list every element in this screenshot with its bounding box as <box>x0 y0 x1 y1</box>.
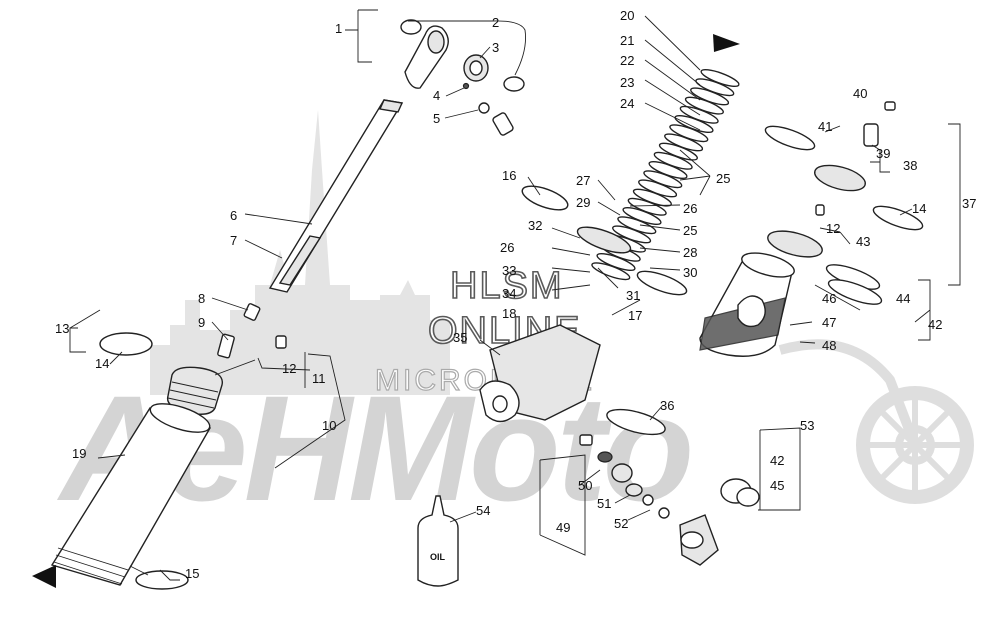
callout-21: 21 <box>620 33 634 48</box>
callout-37: 37 <box>962 196 976 211</box>
valve-stem <box>275 335 287 349</box>
callout-2: 2 <box>492 15 499 30</box>
callout-49: 49 <box>556 520 570 535</box>
adjuster-knob <box>679 478 760 566</box>
callout-26b: 26 <box>500 240 514 255</box>
callout-46: 46 <box>822 291 836 306</box>
callout-33: 33 <box>502 263 516 278</box>
callout-14b: 14 <box>912 201 926 216</box>
parts: OIL <box>32 19 924 590</box>
callout-51: 51 <box>597 496 611 511</box>
callout-42: 42 <box>928 317 942 332</box>
callout-12: 12 <box>282 361 296 376</box>
callout-19: 19 <box>72 446 86 461</box>
direction-arrow-top <box>713 34 740 52</box>
callout-15: 15 <box>185 566 199 581</box>
callout-16: 16 <box>502 168 516 183</box>
callout-34: 34 <box>502 286 516 301</box>
callout-24: 24 <box>620 96 634 111</box>
skyline-silhouette <box>150 110 450 395</box>
shock-shaft <box>268 99 404 293</box>
callout-23: 23 <box>620 75 634 90</box>
callout-35: 35 <box>453 330 467 345</box>
callout-29: 29 <box>576 195 590 210</box>
callout-53: 53 <box>800 418 814 433</box>
shock-body-tube <box>50 403 212 590</box>
shim-washer <box>591 262 631 281</box>
leader-lines <box>69 9 961 581</box>
callout-42b: 42 <box>770 453 784 468</box>
callout-10: 10 <box>322 418 336 433</box>
callout-54: 54 <box>476 503 490 518</box>
callout-48: 48 <box>822 338 836 353</box>
oil-bottle-label: OIL <box>430 552 446 562</box>
callout-8: 8 <box>198 291 205 306</box>
piston-assembly <box>521 185 688 296</box>
callout-6: 6 <box>230 208 237 223</box>
callout-43: 43 <box>856 234 870 249</box>
reservoir-canister <box>699 252 795 357</box>
direction-arrow-bottom <box>32 565 56 588</box>
callout-39: 39 <box>876 146 890 161</box>
callout-47: 47 <box>822 315 836 330</box>
callout-26: 26 <box>683 201 697 216</box>
callout-41: 41 <box>818 119 832 134</box>
callout-7: 7 <box>230 233 237 248</box>
callout-44: 44 <box>896 291 910 306</box>
callout-22: 22 <box>620 53 634 68</box>
rod-eye-assembly <box>400 19 525 136</box>
callout-28: 28 <box>683 245 697 260</box>
callout-20: 20 <box>620 8 634 23</box>
callout-50: 50 <box>578 478 592 493</box>
callout-27: 27 <box>576 173 590 188</box>
callout-25: 25 <box>716 171 730 186</box>
callout-17: 17 <box>628 308 642 323</box>
motorcycle-wheel-watermark <box>778 339 974 504</box>
callout-9: 9 <box>198 315 205 330</box>
oil-bottle: OIL <box>417 495 459 587</box>
callout-12b: 12 <box>826 221 840 236</box>
callout-45: 45 <box>770 478 784 493</box>
callout-14: 14 <box>95 356 109 371</box>
callout-18: 18 <box>502 306 516 321</box>
callout-40: 40 <box>853 86 867 101</box>
callout-25b: 25 <box>683 223 697 238</box>
watermark-hlsm: HLSM <box>450 265 564 307</box>
callout-3: 3 <box>492 40 499 55</box>
callout-11: 11 <box>312 371 326 386</box>
callout-13: 13 <box>55 321 69 336</box>
callout-52: 52 <box>614 516 628 531</box>
shaft-bumper <box>217 333 235 359</box>
callout-1: 1 <box>335 21 342 36</box>
callout-4: 4 <box>433 88 440 103</box>
callout-38: 38 <box>903 158 917 173</box>
compression-valve <box>579 434 670 519</box>
callout-32: 32 <box>528 218 542 233</box>
callout-5: 5 <box>433 111 440 126</box>
callout-36: 36 <box>660 398 674 413</box>
reservoir-end-cap <box>99 332 224 415</box>
reservoir-cap-parts <box>764 101 924 305</box>
lower-eye-housing <box>479 324 666 436</box>
callout-31: 31 <box>626 288 640 303</box>
callout-numbers: 1 2 3 4 5 6 7 8 9 10 11 12 13 14 15 16 1… <box>55 8 976 581</box>
callout-30: 30 <box>683 265 697 280</box>
